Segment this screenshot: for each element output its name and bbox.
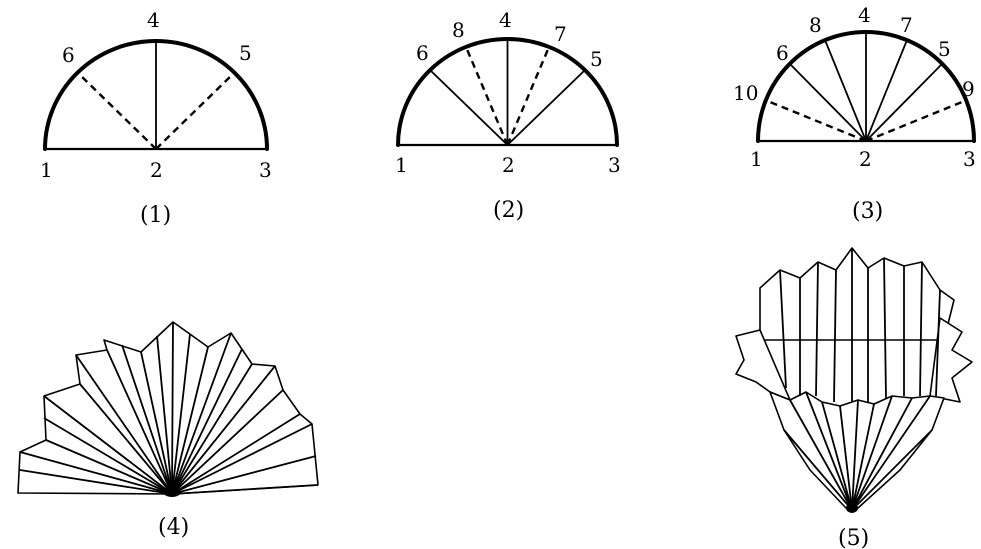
figure-3-fold-2-6 <box>789 63 867 142</box>
figure-3-label-10: 10 <box>733 81 758 105</box>
figure-4-pleat-line <box>171 455 317 495</box>
figure-2-fold-2-7 <box>506 46 551 146</box>
figure-4-pleat-line <box>171 348 243 495</box>
figure-4-pleat-line <box>156 335 173 495</box>
figure-5-rim-pleat-line <box>779 269 787 389</box>
figure-5-cone-pleat-line <box>851 397 913 511</box>
figure-1-fold-2-6 <box>77 72 157 150</box>
figure-4-pleat-line <box>171 332 232 495</box>
figure-2-label-2: 2 <box>502 153 515 177</box>
figure-4-pleat-line <box>106 349 173 495</box>
figure-5-rim-pleats <box>779 248 941 403</box>
figure-3-label-8: 8 <box>809 13 822 37</box>
figure-5-cone-pleat-line <box>851 403 875 511</box>
figure-3-fold-2-5 <box>865 63 943 142</box>
figure-1-label-4: 4 <box>147 8 160 32</box>
figure-5-cone-pleat-line <box>851 399 859 511</box>
figure-3-fold-2-8 <box>824 39 867 142</box>
figure-4-pleat-line <box>75 354 173 495</box>
figure-2-label-4: 4 <box>499 8 512 32</box>
figure-1-label-3: 3 <box>259 158 272 182</box>
figure-3-semicircle: 1 2 3 4 5 6 7 8 9 10 (3) <box>733 3 976 224</box>
figure-1-semicircle: 1 2 3 4 5 6 (1) <box>40 8 272 228</box>
figure-2-label-5: 5 <box>590 47 603 71</box>
figure-1-label-2: 2 <box>150 158 163 182</box>
figure-4-pleat-line <box>171 365 276 495</box>
figure-3-label-6: 6 <box>776 41 789 65</box>
figure-5-cone-pleat-line <box>839 405 853 511</box>
figure-5-rim-pleat-line <box>833 269 837 403</box>
figure-1-caption: (1) <box>140 203 171 228</box>
figure-1-label-1: 1 <box>40 158 53 182</box>
figure-5-back-rim <box>759 247 955 341</box>
figure-4-pleat-line <box>140 351 173 495</box>
figure-5-cone-pleat-line <box>783 429 853 511</box>
figure-4-pleat-line <box>19 451 173 495</box>
figure-2-label-3: 3 <box>608 153 621 177</box>
figure-4-pleat-line <box>171 363 253 495</box>
figure-4-pleat-line <box>19 469 173 495</box>
figure-4-pleat-line <box>171 423 313 495</box>
figure-2-fold-2-5 <box>506 69 586 146</box>
figure-3-label-4: 4 <box>858 3 871 27</box>
figure-3-fold-2-9 <box>865 98 968 143</box>
figure-3-label-1: 1 <box>750 147 763 171</box>
figure-2-label-1: 1 <box>395 153 408 177</box>
figure-4-pleat-line <box>171 346 209 495</box>
figure-4-pleat-line <box>171 321 174 495</box>
figure-5-cone-pleat-line <box>805 391 853 511</box>
figure-4-pleat-line <box>171 413 301 495</box>
figure-4-pleat-line <box>45 439 173 495</box>
figure-5-cone-pleat-line <box>851 395 893 511</box>
figure-3-fold-2-7 <box>865 39 908 142</box>
figure-4-pleated-fan: (4) <box>17 321 319 540</box>
figure-3-label-7: 7 <box>900 13 913 37</box>
figure-2-fold-2-6 <box>429 69 509 146</box>
figure-4-caption: (4) <box>158 515 189 540</box>
figure-3-label-5: 5 <box>938 37 951 61</box>
figure-4-pleat-line <box>171 333 191 495</box>
figure-5-cone-pleat-line <box>821 401 853 511</box>
figure-2-semicircle: 1 2 3 4 5 6 7 8 (2) <box>395 8 621 223</box>
figure-5-tip <box>846 503 858 513</box>
figure-5-fluted-cone: (5) <box>735 247 973 549</box>
figure-4-apex <box>163 487 181 497</box>
figure-2-fold-2-8 <box>464 46 509 146</box>
figure-1-label-6: 6 <box>62 43 75 67</box>
figure-5-rim-pleat-line <box>815 261 819 397</box>
figure-5-cone-pleat-line <box>789 399 853 511</box>
figure-5-caption: (5) <box>838 526 869 549</box>
figure-5-rim-pleat-line <box>919 261 923 397</box>
figure-4-pleat-line <box>43 417 173 495</box>
figure-2-label-8: 8 <box>452 18 465 42</box>
figure-4-pleat-line <box>79 383 173 495</box>
figure-3-label-9: 9 <box>962 77 975 101</box>
figure-1-label-5: 5 <box>239 41 252 65</box>
figure-2-label-6: 6 <box>416 41 429 65</box>
figure-5-rim-pleat-line <box>935 289 941 397</box>
figure-1-fold-2-5 <box>155 72 235 150</box>
figure-4-pleat-line <box>171 389 284 495</box>
figure-5-cone-pleat-line <box>851 429 933 511</box>
figure-5-cone-pleat-line <box>851 395 931 511</box>
figure-2-caption: (2) <box>493 198 524 223</box>
figure-3-fold-2-10 <box>764 98 867 143</box>
figure-5-cone-pleats <box>783 391 933 511</box>
figure-3-label-3: 3 <box>963 147 976 171</box>
figure-4-pleat-line <box>43 395 173 495</box>
figure-4-pleat-line <box>121 344 173 495</box>
figure-4-pleat-lines <box>19 321 319 495</box>
figure-3-caption: (3) <box>852 199 883 224</box>
figure-5-rim-pleat-line <box>883 257 887 399</box>
figure-4-pleat-line <box>171 484 319 495</box>
figure-2-label-7: 7 <box>554 22 567 46</box>
figure-3-label-2: 2 <box>859 147 872 171</box>
